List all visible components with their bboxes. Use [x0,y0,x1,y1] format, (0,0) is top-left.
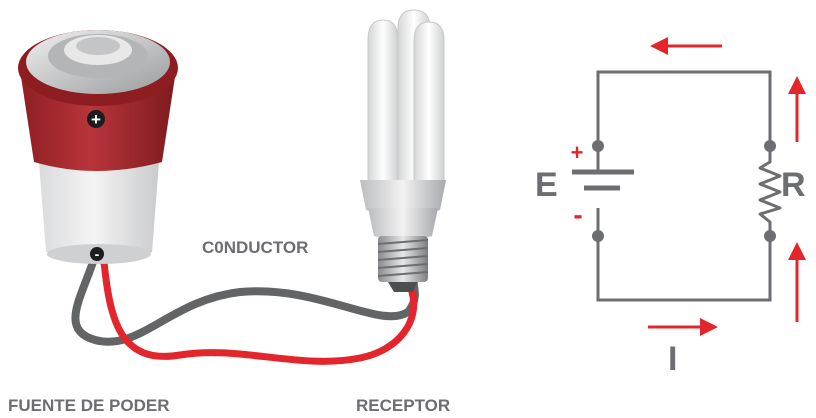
negative-terminal-mark: - [573,199,582,230]
battery-icon: + - [18,30,178,264]
circuit-loop [596,70,772,302]
positive-terminal-mark: + [571,140,584,165]
node-dot [764,140,776,152]
svg-text:+: + [91,110,101,129]
emf-label: E [535,166,558,204]
power-source-label: FUENTE DE PODER [8,396,170,415]
circuit-schematic: + - [571,37,806,336]
battery-positive-symbol [87,110,105,128]
battery-cell-icon [572,169,634,191]
cfl-bulb-icon [360,9,446,292]
node-dot [592,230,604,242]
node-dot [592,140,604,152]
current-arrows [648,37,806,336]
conductor-label: C0NDUCTOR [202,238,309,257]
bulb-screw-base [377,236,429,292]
svg-text:-: - [95,246,100,262]
receiver-label: RECEPTOR [356,396,451,415]
conductor-wires [71,258,419,365]
node-dot [764,230,776,242]
gray-wire [71,258,419,346]
red-wire [100,258,418,365]
resistance-label: R [781,166,806,204]
resistor-icon [758,150,782,234]
battery-negative-symbol [90,247,104,261]
current-label: I [668,340,678,378]
